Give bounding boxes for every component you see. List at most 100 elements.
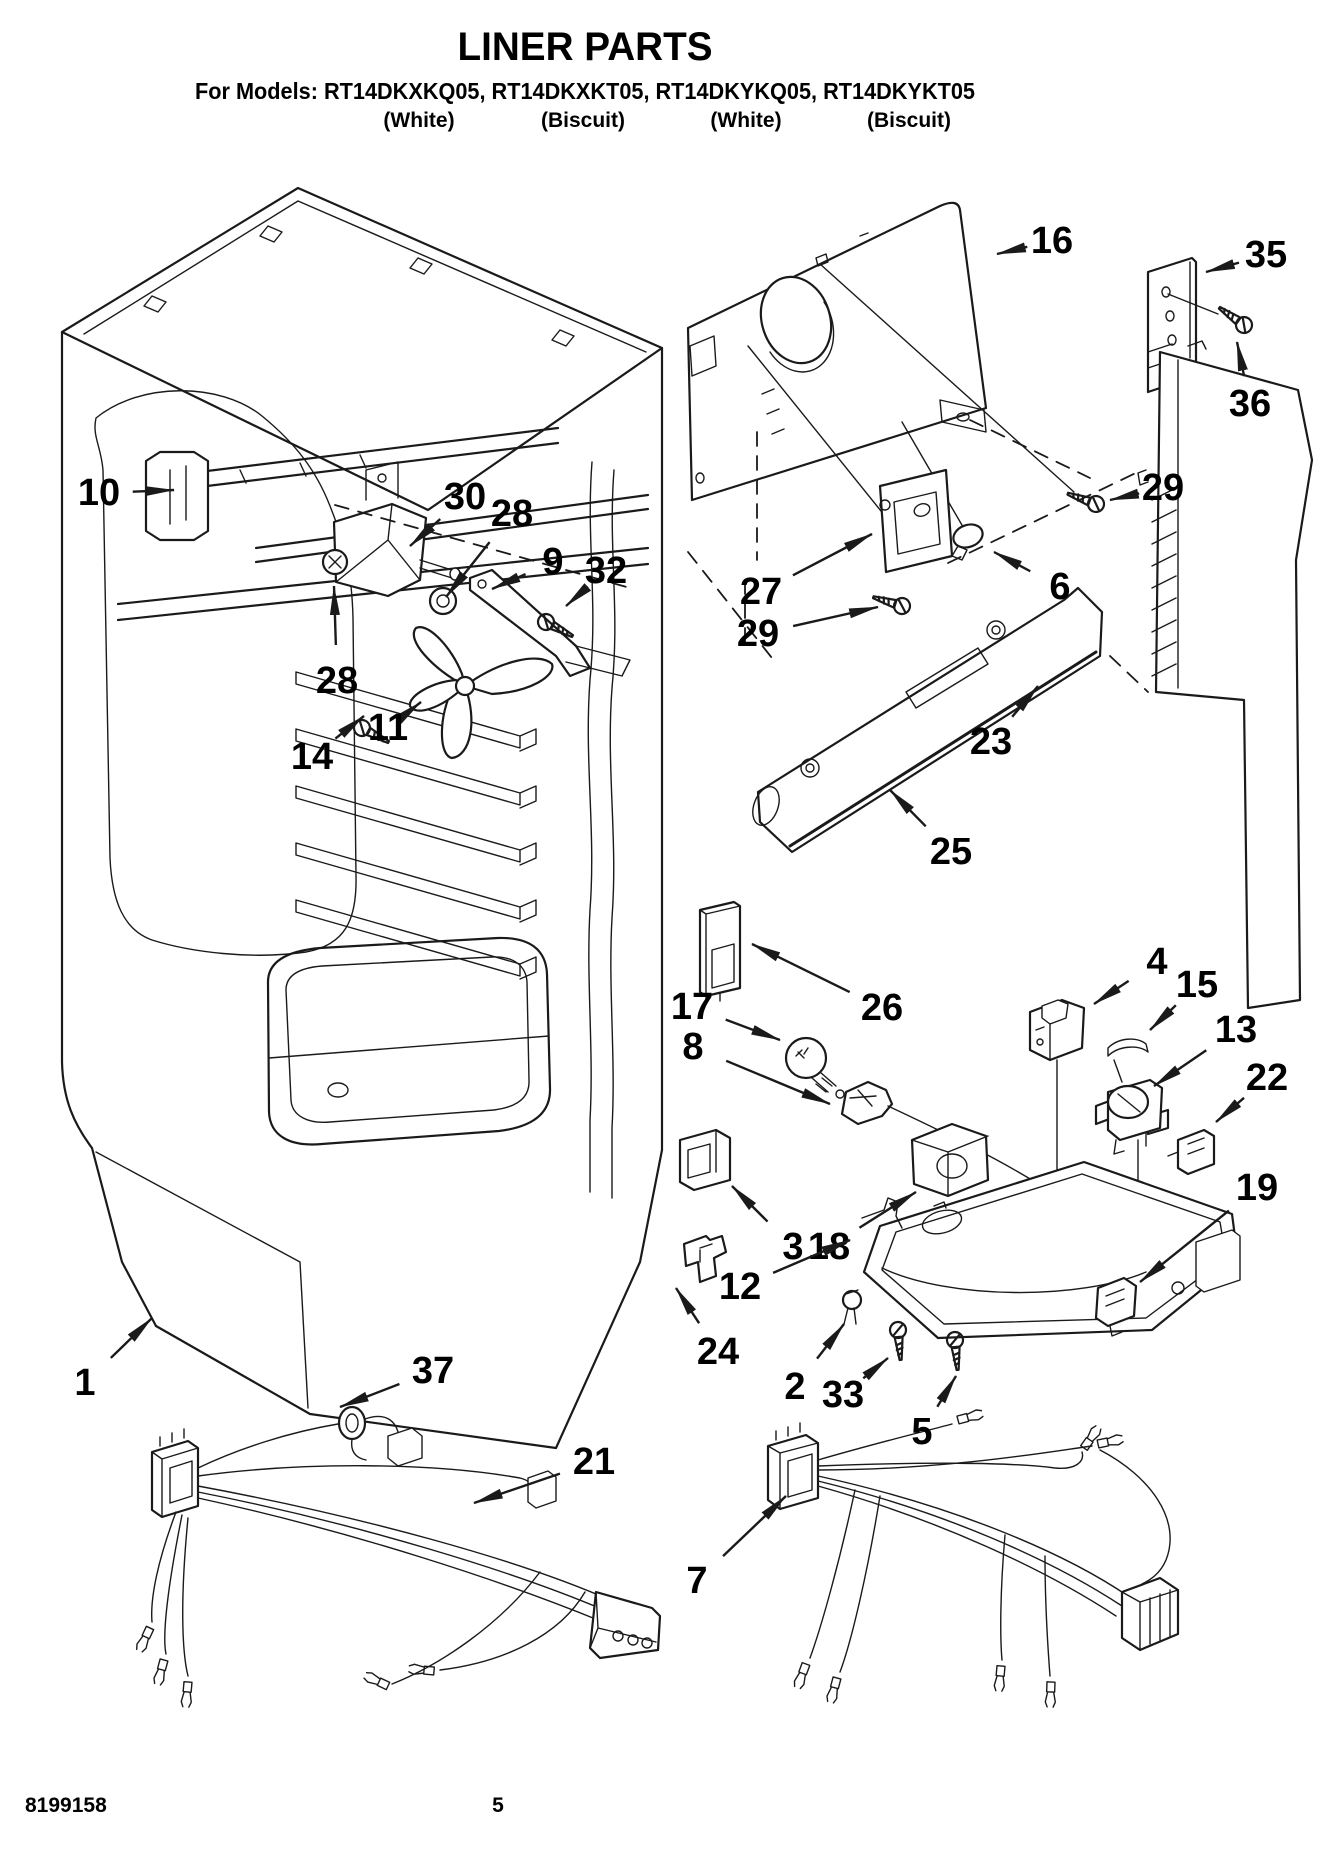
callout-leader-4	[1093, 979, 1130, 1005]
duct-panel-16	[686, 201, 988, 502]
callout-label-8: 8	[682, 1026, 703, 1068]
callout-label-36: 36	[1229, 383, 1271, 425]
callout-label-14: 14	[291, 736, 333, 778]
callout-leader-22	[1215, 1096, 1245, 1123]
callout-leader-28	[445, 541, 491, 598]
harness-7-end-connector	[1120, 1576, 1180, 1652]
insulation-patch-27	[878, 468, 954, 574]
harness-7-main-connector	[766, 1422, 820, 1511]
callout-label-29: 29	[737, 613, 779, 655]
screw-36	[1213, 300, 1257, 338]
callout-leader-19	[1139, 1209, 1230, 1283]
callout-label-25: 25	[930, 831, 972, 873]
clip-24	[682, 1234, 728, 1284]
callout-leader-10	[132, 486, 175, 497]
lamp-housing-18	[910, 1122, 990, 1198]
model-color-labels: (White)(Biscuit)(White)(Biscuit)	[383, 109, 951, 132]
callout-label-18: 18	[808, 1226, 850, 1268]
callout-label-3: 3	[782, 1226, 803, 1268]
callout-leader-26	[751, 942, 851, 994]
defrost-thermostat-2	[841, 1289, 863, 1325]
callout-label-2: 2	[784, 1366, 805, 1408]
callout-label-9: 9	[542, 541, 563, 583]
light-bulb-17	[784, 1036, 845, 1099]
bracket-3	[678, 1128, 732, 1192]
callout-label-23: 23	[970, 721, 1012, 763]
callout-leader-14	[334, 715, 365, 740]
callout-leader-33	[862, 1357, 889, 1381]
callout-label-32: 32	[585, 550, 627, 592]
callout-label-11: 11	[368, 707, 408, 749]
callout-label-12: 12	[719, 1266, 761, 1308]
model-color-label-1: (Biscuit)	[541, 109, 625, 132]
callout-leader-30	[409, 518, 442, 547]
callout-leader-36	[1235, 341, 1248, 377]
callout-leader-13	[1153, 1049, 1207, 1087]
callout-leader-15	[1149, 1004, 1177, 1031]
wire-harness-7-drawing	[766, 1407, 1180, 1708]
callout-label-10: 10	[78, 472, 120, 514]
callout-label-4: 4	[1146, 941, 1167, 983]
lamp-and-control-parts-drawing	[678, 900, 1241, 1372]
callout-leader-37	[339, 1382, 400, 1409]
callout-label-15: 15	[1176, 964, 1218, 1006]
callout-label-28: 28	[316, 660, 358, 702]
callout-leader-24	[674, 1287, 701, 1324]
callout-label-30: 30	[444, 476, 486, 518]
callout-label-7: 7	[686, 1560, 707, 1602]
motor-grommet-28b	[428, 586, 458, 616]
callout-label-22: 22	[1246, 1057, 1288, 1099]
callout-leader-9	[491, 572, 527, 591]
defrost-timer-4	[1028, 998, 1086, 1062]
callout-leader-28	[329, 585, 340, 646]
grommet-37	[337, 1405, 367, 1461]
callout-leader-7	[722, 1495, 787, 1558]
harness-21-end-connector	[588, 1590, 662, 1660]
capillary-tube-15	[1107, 1038, 1149, 1057]
screw-29-lower	[869, 588, 914, 618]
callout-label-6: 6	[1049, 566, 1070, 608]
support-bracket-10	[144, 450, 210, 542]
plug-button-6	[951, 523, 984, 561]
air-duct-panel-drawing	[686, 201, 1314, 1010]
callout-leader-23	[1011, 685, 1039, 718]
fan-motor-30	[332, 502, 428, 598]
air-deflector-25	[752, 586, 1104, 854]
callout-label-35: 35	[1245, 234, 1287, 276]
callout-leader-8	[725, 1059, 831, 1106]
callout-label-28: 28	[491, 493, 533, 535]
callout-leader-16	[996, 242, 1028, 256]
evaporator-cover-23	[1137, 340, 1314, 1010]
callout-leader-18	[858, 1190, 917, 1229]
callout-leader-3	[731, 1185, 769, 1223]
connector-22	[1167, 1128, 1216, 1176]
callout-leader-32	[565, 583, 592, 607]
cold-control-13	[1094, 1059, 1170, 1155]
callout-label-17: 17	[671, 986, 713, 1028]
screw-33	[888, 1320, 910, 1362]
callout-leader-12	[772, 1238, 851, 1274]
callout-label-33: 33	[822, 1374, 864, 1416]
callout-leader-25	[889, 789, 927, 828]
callout-label-37: 37	[412, 1350, 454, 1392]
callout-leader-29	[792, 605, 879, 628]
callout-label-16: 16	[1031, 220, 1073, 262]
callout-label-21: 21	[573, 1441, 615, 1483]
callout-label-26: 26	[861, 987, 903, 1029]
lamp-lens-26	[698, 900, 742, 1005]
callout-leader-27	[792, 532, 873, 577]
callout-label-27: 27	[740, 571, 782, 613]
callout-leader-2	[816, 1323, 845, 1360]
callout-leader-21	[473, 1472, 561, 1505]
harness-21-main-connector	[150, 1428, 200, 1519]
callout-leader-17	[725, 1018, 781, 1042]
drain-pan-12	[861, 1160, 1241, 1340]
callout-label-29: 29	[1142, 467, 1184, 509]
bulb-socket-8	[840, 1080, 894, 1126]
callout-leader-1	[110, 1317, 153, 1359]
callout-label-24: 24	[697, 1331, 739, 1373]
liner-cabinet-drawing	[60, 186, 664, 1450]
callout-leader-29	[1109, 488, 1140, 502]
